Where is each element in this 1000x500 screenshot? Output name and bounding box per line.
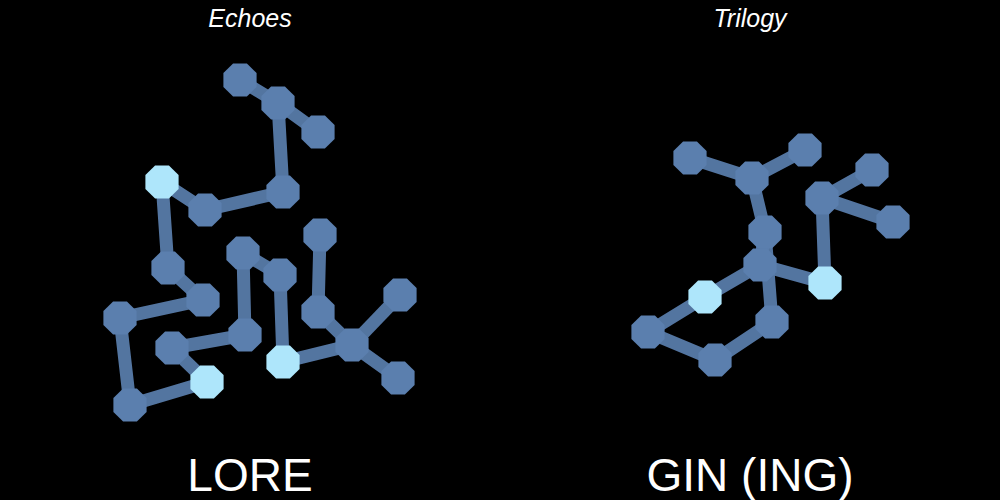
highlight-atom [266, 345, 299, 378]
atom-node [788, 133, 821, 166]
atom-node [188, 193, 221, 226]
answer-word: LORE [187, 448, 312, 500]
atom-node [855, 153, 888, 186]
atom-node [263, 258, 296, 291]
atom-node [735, 161, 768, 194]
atom-node [383, 278, 416, 311]
atom-node [335, 328, 368, 361]
atom-node [228, 318, 261, 351]
atom-node [266, 175, 299, 208]
atom-node [113, 388, 146, 421]
atom-node [748, 215, 781, 248]
highlight-atom [145, 165, 178, 198]
bond-group [120, 80, 893, 405]
atom-group [103, 63, 909, 421]
atom-node [226, 236, 259, 269]
atom-node [876, 205, 909, 238]
atom-node [155, 331, 188, 364]
atom-node [303, 218, 336, 251]
atom-node [755, 305, 788, 338]
atom-node [301, 295, 334, 328]
highlight-atom [688, 280, 721, 313]
atom-node [698, 343, 731, 376]
atom-node [151, 251, 184, 284]
atom-node [186, 283, 219, 316]
highlight-atom [808, 266, 841, 299]
atom-node [261, 86, 294, 119]
answer-word: GIN (ING) [647, 448, 854, 500]
highlight-atom [190, 365, 223, 398]
atom-node [301, 115, 334, 148]
panel-heading: Trilogy [713, 4, 786, 33]
panel-heading: Echoes [208, 4, 291, 33]
atom-node [381, 361, 414, 394]
atom-node [743, 248, 776, 281]
atom-node [631, 315, 664, 348]
atom-node [673, 141, 706, 174]
atom-node [805, 181, 838, 214]
atom-node [223, 63, 256, 96]
atom-node [103, 301, 136, 334]
